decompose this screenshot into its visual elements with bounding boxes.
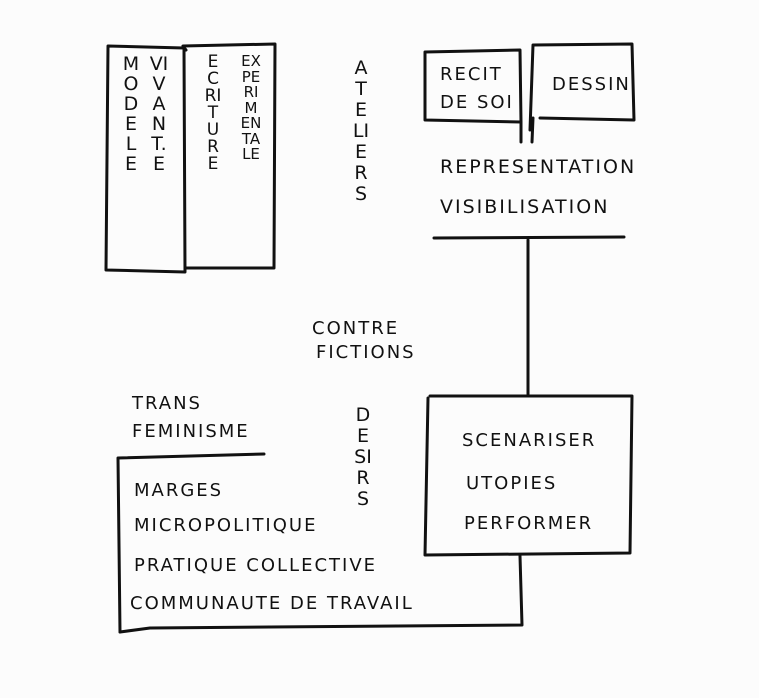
item-micropolitique: MICROPOLITIQUE xyxy=(134,515,318,536)
label-recit: RECIT xyxy=(440,64,503,85)
box-modele-vivante xyxy=(104,44,187,274)
label-feminisme: FEMINISME xyxy=(132,421,250,442)
box-marges xyxy=(116,452,266,634)
label-representation: REPRESENTATION xyxy=(440,156,637,178)
label-visibilisation: VISIBILISATION xyxy=(440,196,610,218)
item-marges: MARGES xyxy=(134,480,224,501)
item-pratique-collective: PRATIQUE COLLECTIVE xyxy=(134,555,378,576)
label-fictions: FICTIONS xyxy=(316,342,416,363)
item-performer: PERFORMER xyxy=(464,513,594,534)
label-desirs: DESIRS xyxy=(354,404,372,510)
underline-representation xyxy=(432,235,626,240)
label-dessin: DESSIN xyxy=(552,74,631,95)
label-contre: CONTRE xyxy=(312,318,400,339)
item-communaute: COMMUNAUTE DE TRAVAIL xyxy=(130,593,414,614)
label-trans: TRANS xyxy=(132,393,202,414)
label-ateliers: ATELIERS xyxy=(352,57,370,205)
box-scenariser xyxy=(423,394,634,557)
label-vivante: VIVANT.E xyxy=(149,53,169,175)
item-utopies: UTOPIES xyxy=(466,473,558,494)
label-modele: MODELE xyxy=(122,53,140,175)
label-ecriture: ECRITURE xyxy=(204,52,222,174)
connector-bottom xyxy=(118,554,524,634)
box-ecriture xyxy=(181,42,277,270)
box-dessin xyxy=(528,42,636,132)
label-experimentale: EXPERIMENTALE xyxy=(240,52,262,163)
item-scenariser: SCENARISER xyxy=(462,430,597,451)
label-de-soi: DE SOI xyxy=(440,92,514,113)
